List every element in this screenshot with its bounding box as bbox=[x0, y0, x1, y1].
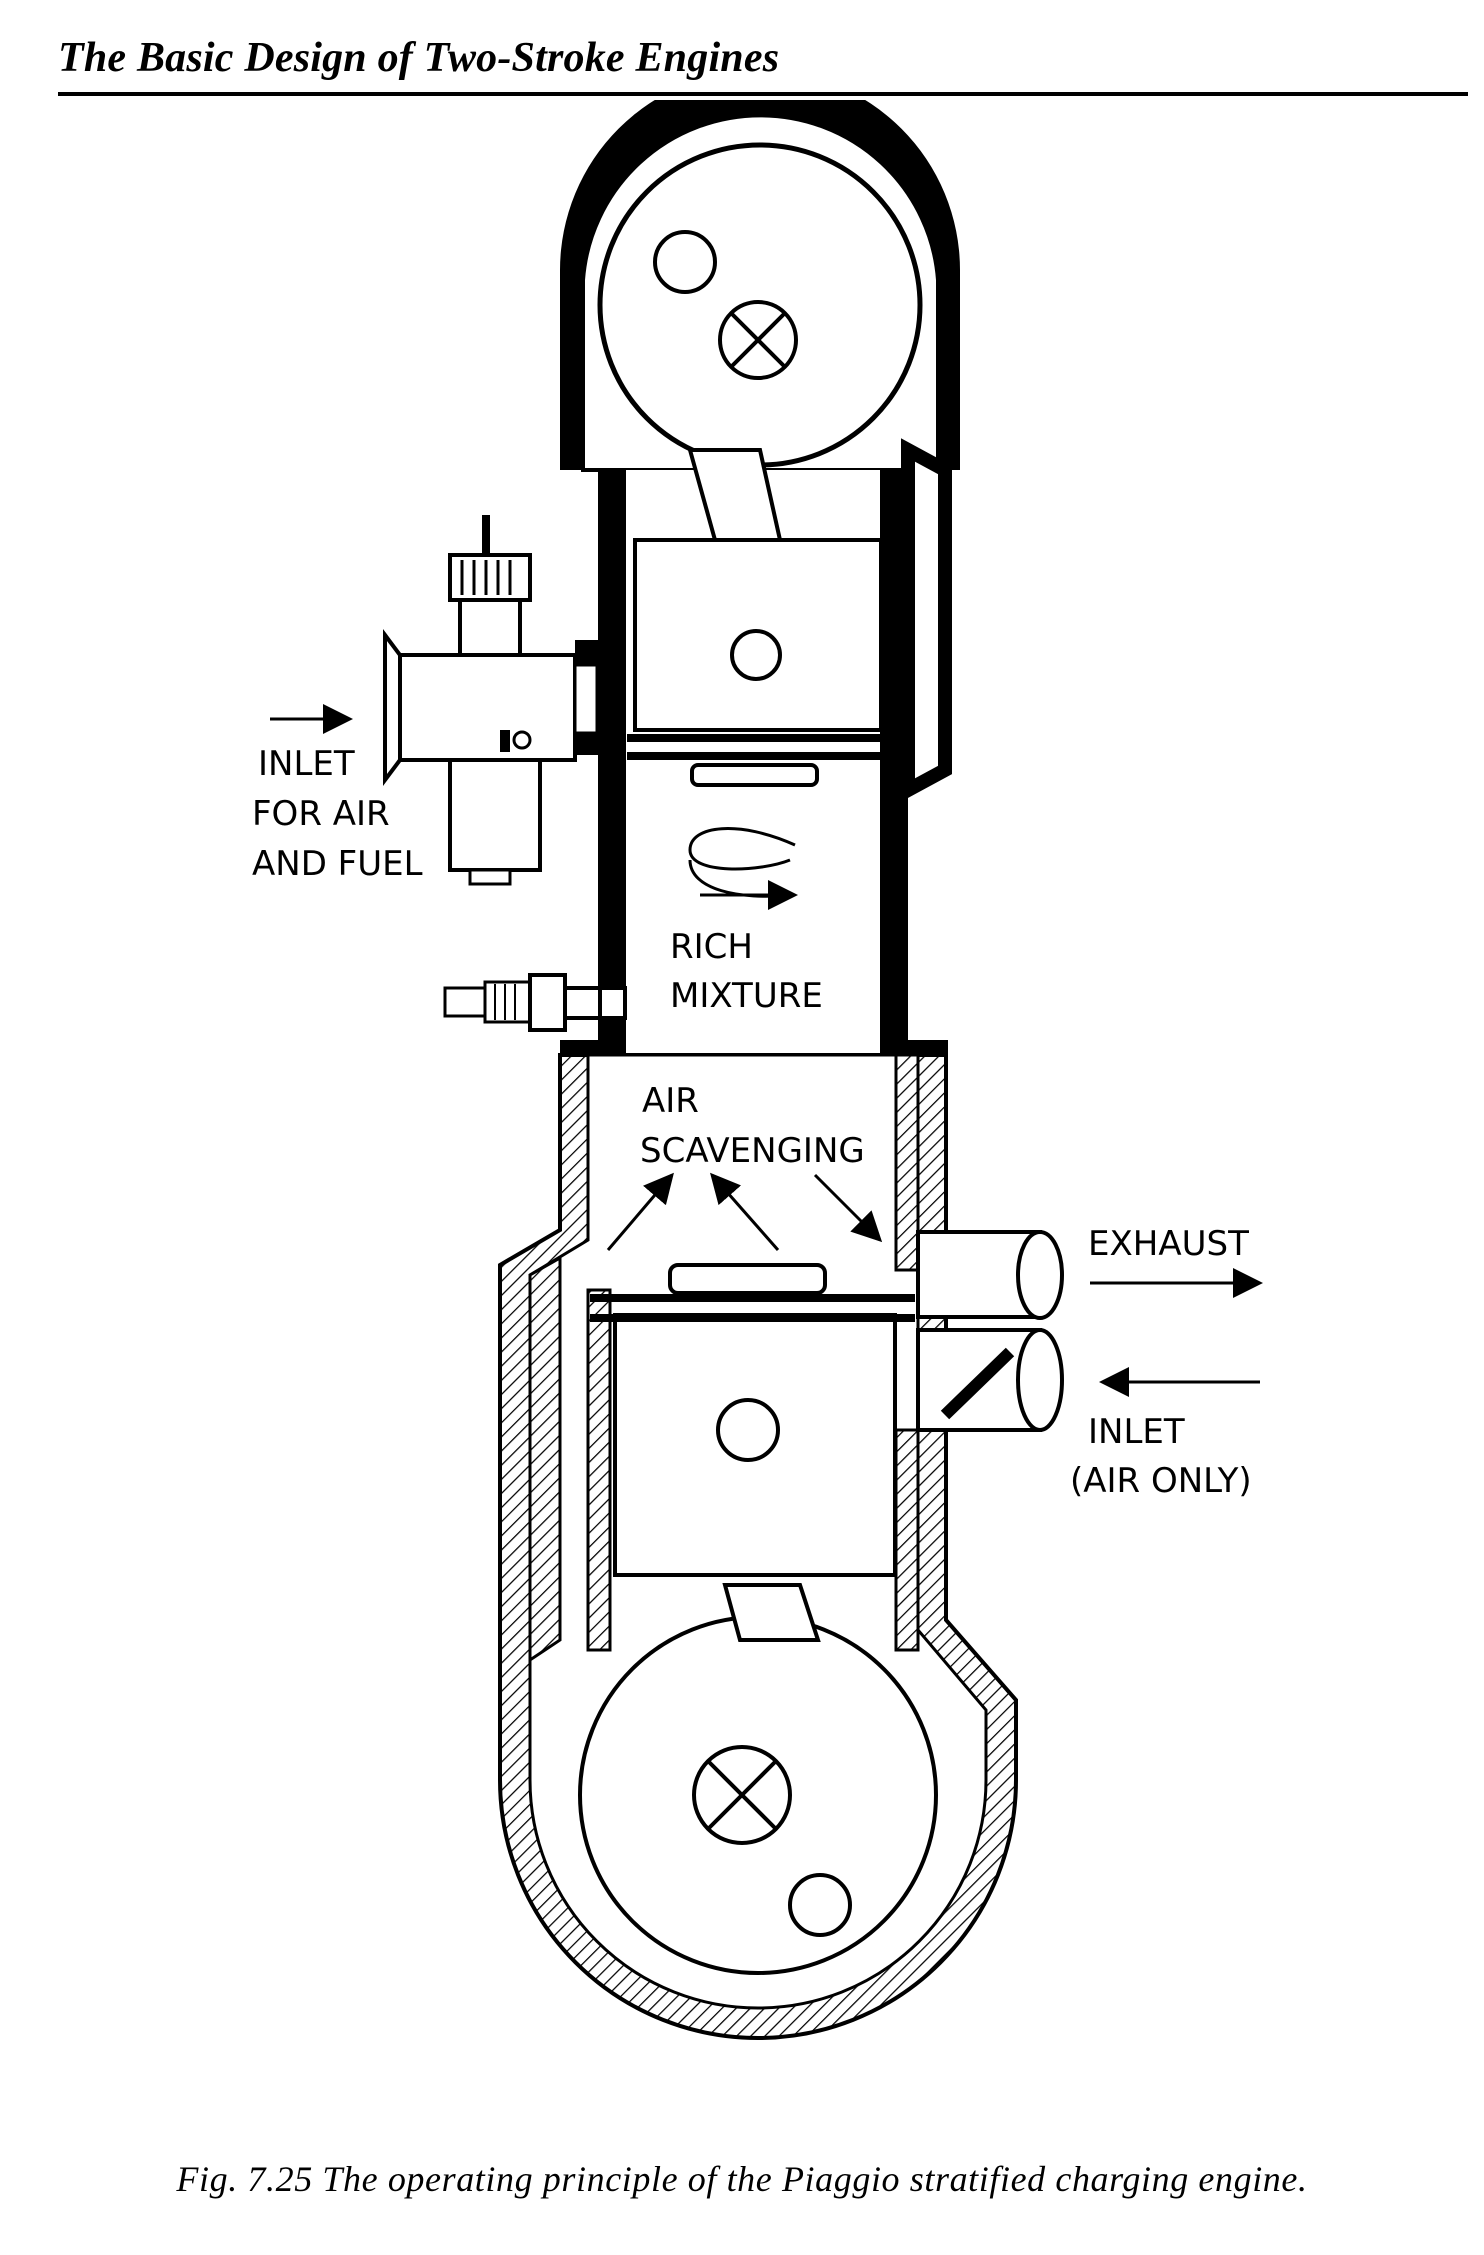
lower-connecting-rod bbox=[722, 1583, 821, 1642]
label-air-scavenging-1: AIR bbox=[642, 1081, 699, 1121]
upper-transfer-port bbox=[901, 438, 952, 802]
upper-cylinder-wall-left bbox=[598, 470, 626, 1055]
lower-cylinder-wall-right-upper bbox=[894, 1053, 920, 1272]
upper-crankcase bbox=[560, 100, 960, 472]
running-head: The Basic Design of Two-Stroke Engines bbox=[58, 35, 780, 81]
label-inlet-fuel-2: FOR AIR bbox=[252, 794, 390, 834]
upper-piston bbox=[627, 538, 883, 787]
scavenging-arrows bbox=[606, 1172, 883, 1251]
header-rule bbox=[58, 92, 1468, 96]
upper-crankpin bbox=[653, 230, 717, 294]
figure-caption: Fig. 7.25 The operating principle of the… bbox=[176, 2159, 1308, 2199]
lower-cylinder-wall-left bbox=[586, 1288, 612, 1652]
lower-crankpin bbox=[788, 1873, 852, 1937]
label-rich-mixture-2: MIXTURE bbox=[670, 976, 823, 1016]
throttle-valve bbox=[940, 1347, 1015, 1420]
engine-diagram: INLET FOR AIR AND FUEL RICH MIXTURE AIR … bbox=[252, 100, 1263, 2040]
exhaust-pipe bbox=[916, 1230, 1064, 1320]
label-exhaust: EXHAUST bbox=[1088, 1224, 1249, 1264]
carburettor bbox=[383, 515, 600, 886]
label-air-scavenging-2: SCAVENGING bbox=[640, 1131, 865, 1171]
label-inlet-air-2: (AIR ONLY) bbox=[1070, 1461, 1252, 1501]
lower-cylinder-wall-right-lower bbox=[894, 1428, 920, 1652]
spark-plug bbox=[443, 973, 627, 1032]
label-rich-mixture-1: RICH bbox=[670, 927, 753, 967]
label-inlet-fuel-1: INLET bbox=[258, 744, 355, 784]
label-inlet-fuel-3: AND FUEL bbox=[252, 844, 423, 884]
air-inlet-pipe bbox=[916, 1328, 1064, 1432]
label-inlet-air-1: INLET bbox=[1088, 1412, 1185, 1452]
lower-piston bbox=[590, 1263, 915, 1577]
